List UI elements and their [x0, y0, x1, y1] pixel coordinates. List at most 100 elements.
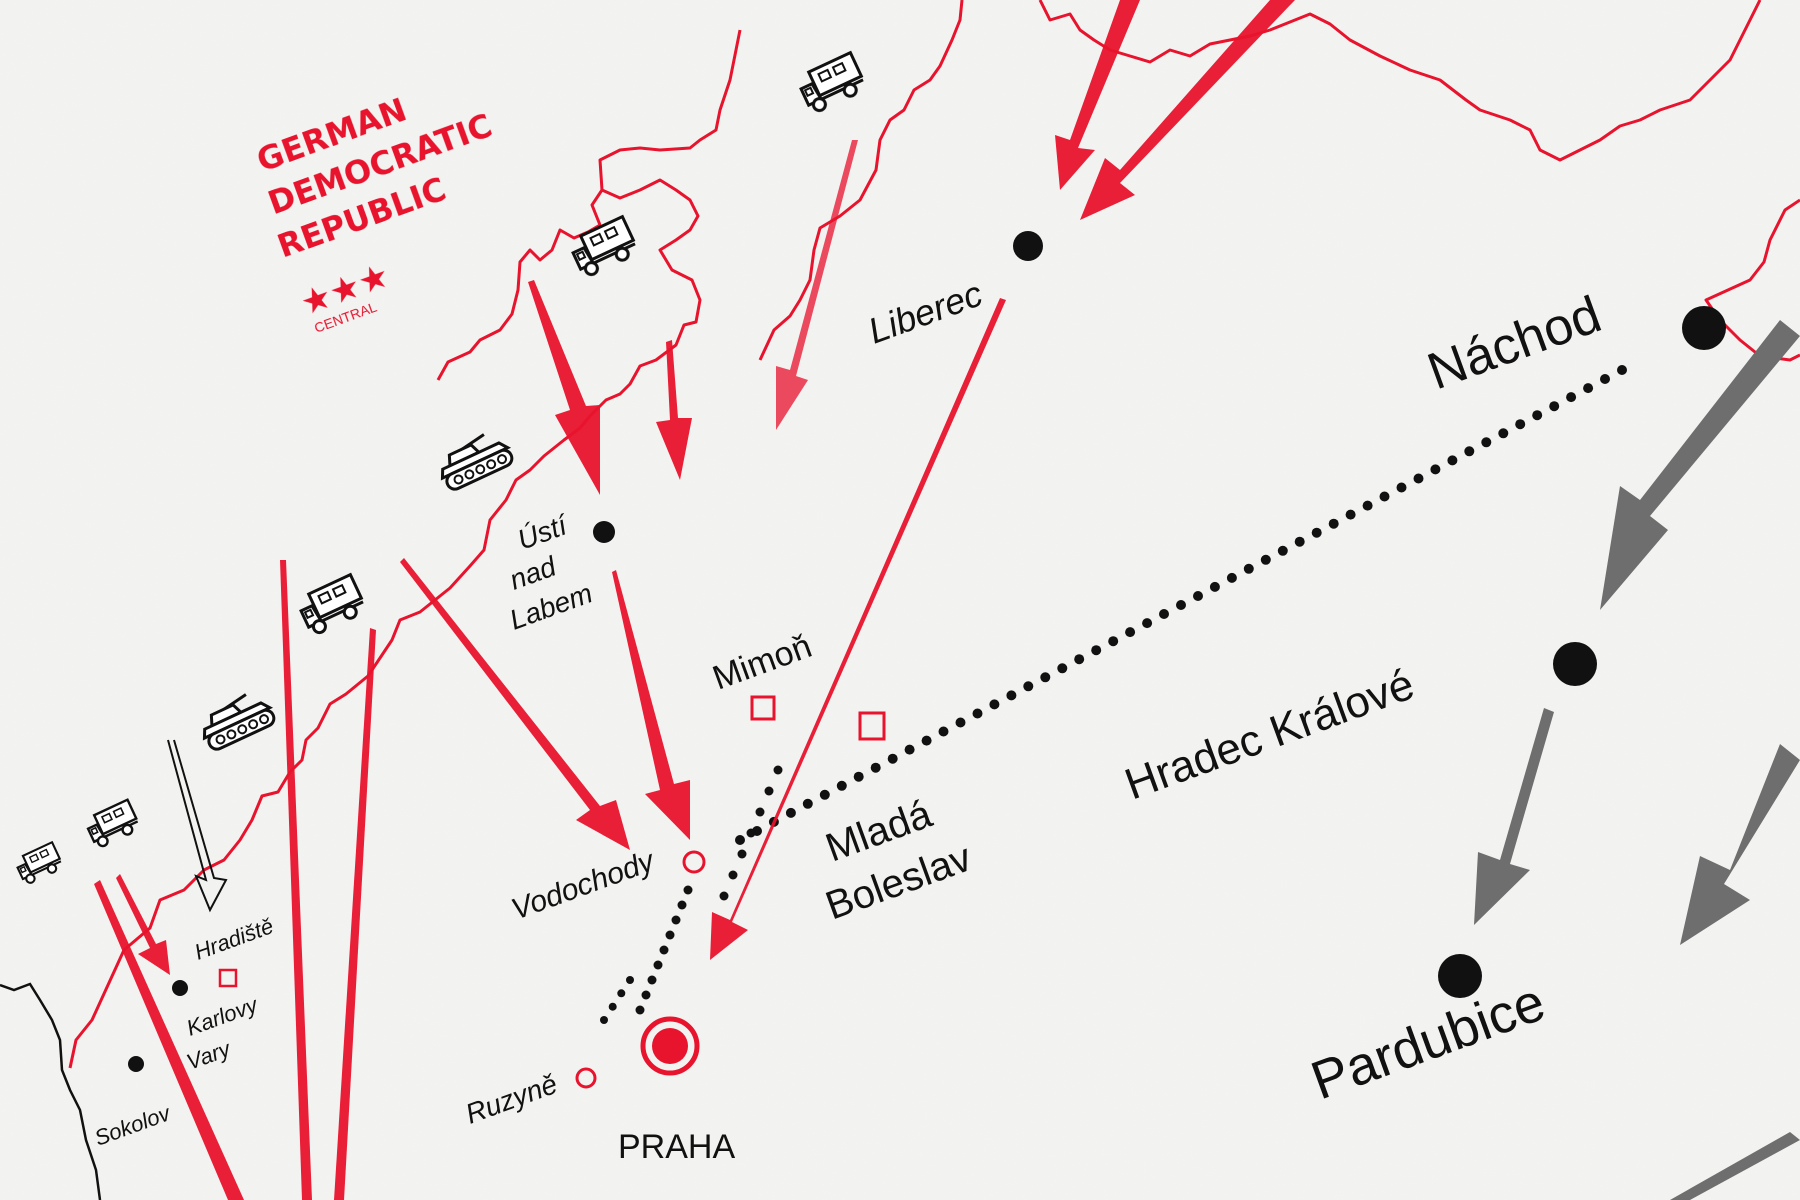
- route-dot: [887, 753, 898, 764]
- route-dot: [938, 726, 949, 737]
- arrow-south-1: [280, 560, 312, 1200]
- route-dot: [1413, 473, 1424, 484]
- invasion-arrows: [94, 0, 1295, 1200]
- route-dot: [1396, 482, 1407, 493]
- route-dot: [1583, 383, 1594, 394]
- route-dot: [653, 960, 663, 970]
- arrow-grey-hradec-pardubice: [1474, 708, 1554, 925]
- arrow-to-liberec-1: [1055, 0, 1140, 190]
- route-dot: [1159, 609, 1169, 619]
- arrow-grey-bottom: [1670, 1132, 1800, 1200]
- route-dot: [608, 1002, 617, 1011]
- city-icon: [1013, 231, 1043, 261]
- route-dot: [728, 870, 738, 880]
- west-border: [0, 982, 102, 1200]
- route-dot: [1006, 690, 1017, 701]
- arrow-west-vodochody: [400, 558, 630, 850]
- route-dot: [1328, 518, 1339, 529]
- route-dot: [755, 807, 765, 817]
- route-dot: [955, 717, 966, 728]
- route-dot: [1193, 591, 1203, 601]
- airport-icon: [682, 850, 706, 874]
- route-dot: [600, 1016, 608, 1024]
- international-border: [68, 0, 1800, 1069]
- arrow-to-karlovy: [116, 874, 170, 975]
- route-dot: [972, 708, 983, 719]
- route-dot: [671, 915, 681, 925]
- route-dot: [836, 780, 847, 791]
- route-dot: [1125, 627, 1136, 638]
- route-dot: [870, 762, 881, 773]
- route-dot: [626, 976, 634, 984]
- route-dot: [1447, 455, 1458, 466]
- route-dot: [1294, 536, 1305, 547]
- route-dot: [853, 771, 864, 782]
- route-dot: [773, 765, 783, 775]
- route-dot: [1243, 563, 1254, 574]
- open-arrow: [167, 739, 228, 913]
- route-dot: [683, 885, 693, 895]
- route-dot: [1023, 681, 1034, 692]
- arrow-usti-south-2: [776, 140, 858, 430]
- capital-icon: [640, 1016, 700, 1076]
- route-dot: [1549, 401, 1560, 412]
- route-dot: [1277, 545, 1288, 556]
- secondary-arrows: [1474, 320, 1800, 1200]
- route-dot: [1345, 509, 1356, 520]
- route-dot: [1260, 554, 1271, 565]
- city-icon: [1553, 642, 1597, 686]
- route-dot: [647, 975, 657, 985]
- airbase-icon: [750, 695, 776, 721]
- city-icon: [593, 521, 615, 543]
- route-dot: [1617, 365, 1627, 375]
- route-dot: [735, 835, 745, 845]
- route-dot: [1074, 654, 1085, 665]
- arrow-to-liberec-2: [1080, 0, 1295, 220]
- route-dot: [904, 744, 915, 755]
- route-dot: [1091, 645, 1102, 656]
- route-dot: [1532, 410, 1543, 421]
- route-dot: [617, 989, 626, 998]
- route-dot: [785, 807, 796, 818]
- city-icon: [1438, 954, 1482, 998]
- route-dot: [659, 945, 669, 955]
- route-dot: [737, 849, 747, 859]
- route-dot: [665, 930, 675, 940]
- arrow-to-usti: [528, 280, 600, 495]
- route-dot: [1057, 663, 1068, 674]
- route-dot: [1379, 491, 1390, 502]
- city-icon: [172, 980, 188, 996]
- airbase-icon: [858, 711, 886, 741]
- route-dot: [764, 786, 774, 796]
- route-dot: [1430, 464, 1441, 475]
- route-dot: [1515, 419, 1526, 430]
- route-dot: [1464, 446, 1475, 457]
- route-nachod-mlada: [600, 365, 1627, 1024]
- route-dot: [1481, 437, 1492, 448]
- route-dot: [921, 735, 932, 746]
- route-dot: [989, 699, 1000, 710]
- route-dot: [819, 789, 830, 800]
- route-dot: [1362, 500, 1373, 511]
- route-dot: [1108, 636, 1119, 647]
- route-dot: [1566, 392, 1577, 403]
- arrow-grey-to-pardubice: [1680, 744, 1800, 945]
- route-dot: [641, 990, 651, 1000]
- route-dot: [1498, 428, 1509, 439]
- city-icon: [128, 1056, 144, 1072]
- route-dot: [719, 891, 729, 901]
- route-dot: [635, 1005, 645, 1015]
- route-dot: [1040, 672, 1051, 683]
- route-dot: [1176, 600, 1186, 610]
- route-dot: [1311, 527, 1322, 538]
- arrow-usti-south-1: [656, 340, 692, 480]
- supply-route: [600, 365, 1627, 1024]
- airport-icon: [575, 1067, 597, 1089]
- city-markers: [128, 231, 1726, 1089]
- arrow-liberec-praha: [710, 298, 1006, 960]
- arrow-south-3: [94, 880, 244, 1200]
- route-dot: [1142, 618, 1153, 629]
- route-dot: [746, 828, 756, 838]
